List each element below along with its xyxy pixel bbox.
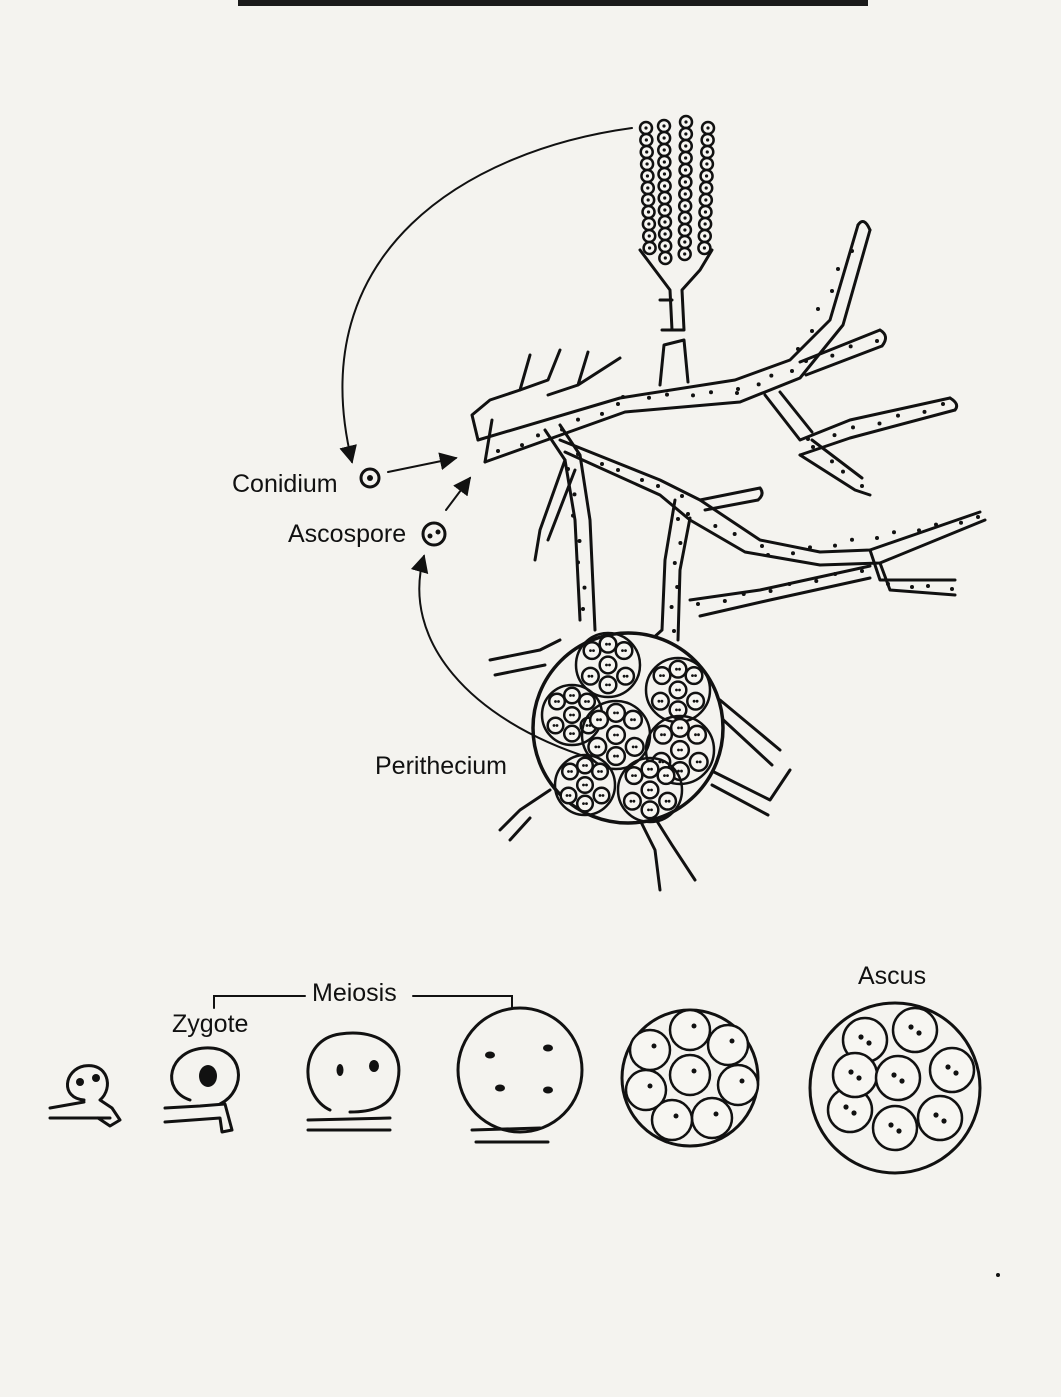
stage-ascus: [810, 1003, 980, 1173]
ascus-label: Ascus: [858, 962, 926, 990]
hyphae-network: [472, 221, 985, 650]
stage-eight-spores: [622, 1010, 758, 1146]
perithecium: [490, 633, 790, 890]
meiosis-label: Meiosis: [312, 979, 397, 1007]
speck: [996, 1273, 1000, 1277]
ascus-development-sequence: Meiosis Zygote Ascus: [50, 962, 980, 1173]
conidium-label: Conidium: [232, 470, 338, 498]
conidia-chains: [640, 116, 714, 264]
ascospore-label: Ascospore: [288, 520, 406, 548]
stage-initial: [50, 1066, 120, 1126]
stage-meiosis-1: [308, 1033, 399, 1130]
hyphae-nuclei-dots: [496, 249, 980, 633]
conidiophore: [640, 116, 714, 330]
ascospore-icon: [423, 523, 445, 545]
perithecium-label: Perithecium: [375, 752, 507, 780]
conidium-icon: [361, 469, 379, 487]
stage-zygote: [165, 1048, 238, 1132]
stage-meiosis-2: [458, 1008, 582, 1142]
zygote-label: Zygote: [172, 1010, 248, 1038]
